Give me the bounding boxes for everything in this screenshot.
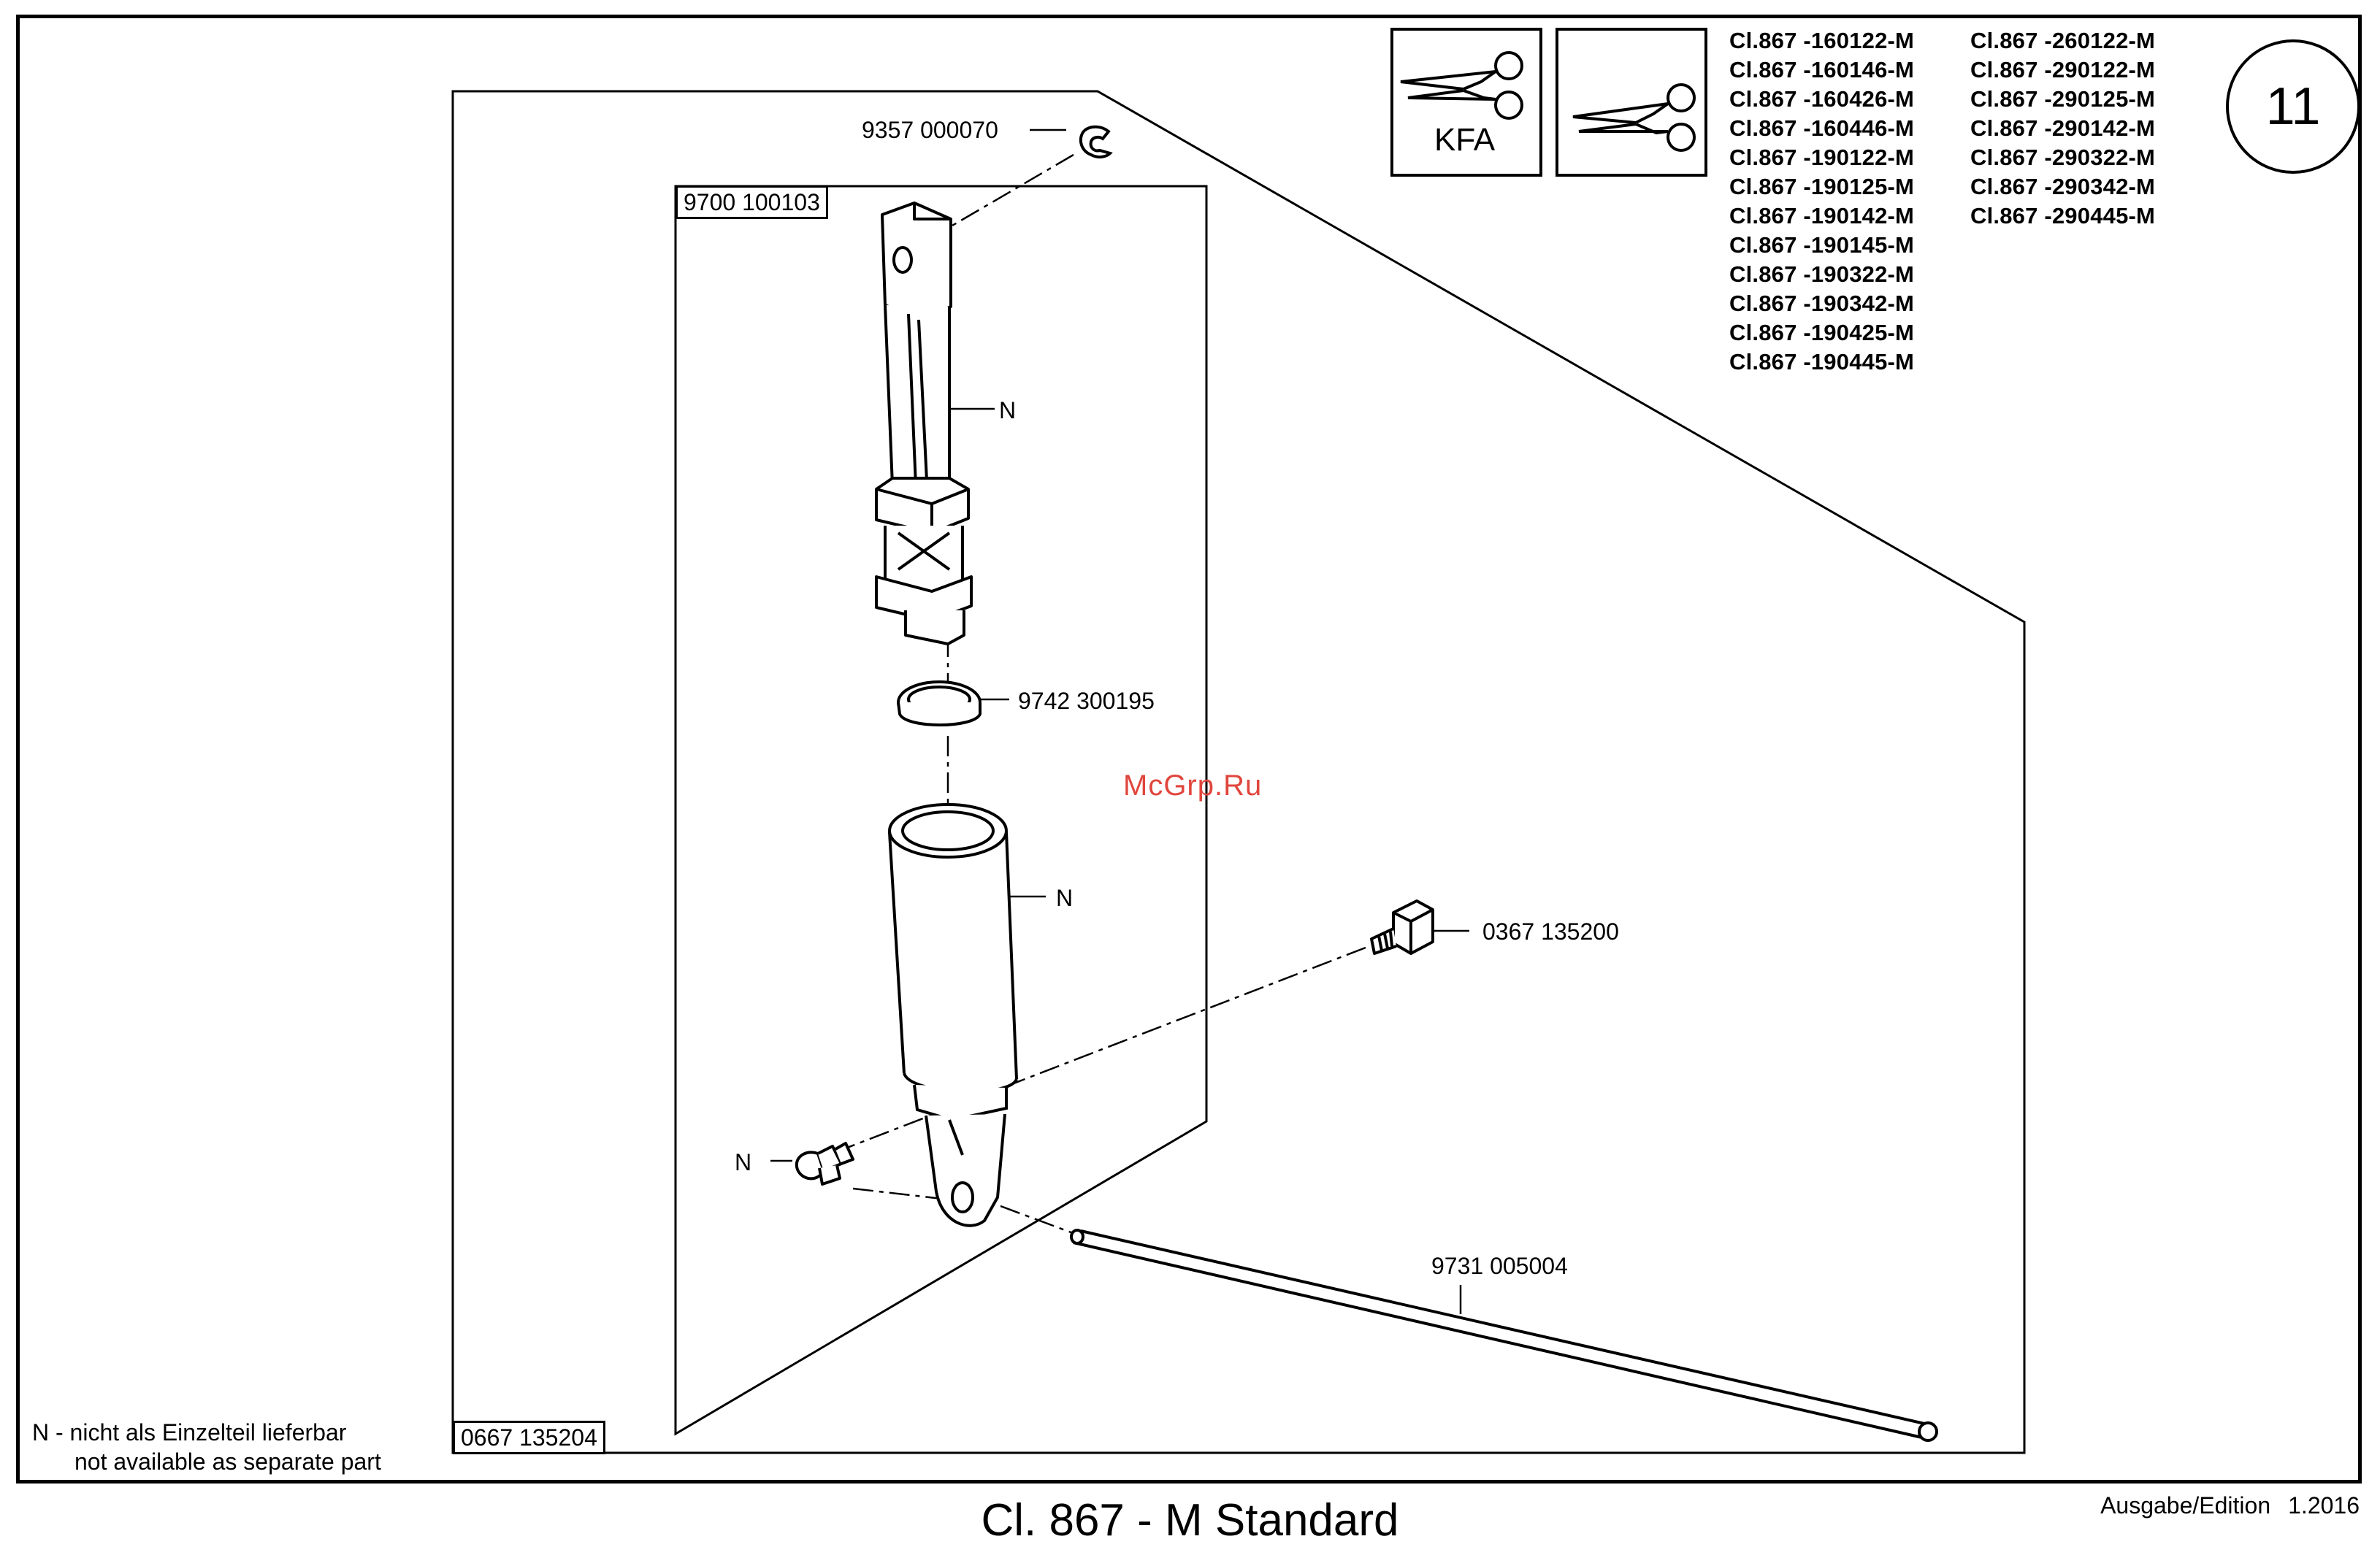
circlip-shape: [1079, 125, 1113, 159]
model-item: Cl.867 -160446-M: [1729, 115, 1915, 141]
screw-shape: [1370, 899, 1434, 955]
model-item: Cl.867 -290445-M: [1970, 203, 2156, 229]
legend-line-de: N - nicht als Einzelteil lieferbar: [32, 1419, 347, 1446]
seal-ring-shape: [897, 680, 982, 726]
part-label-seal-ring: 9742 300195: [1018, 688, 1155, 714]
model-item: Cl.867 -190145-M: [1729, 232, 1915, 258]
model-item: Cl.867 -190425-M: [1729, 320, 1915, 345]
not-available-marker: N: [1056, 885, 1074, 911]
not-available-marker: N: [735, 1149, 752, 1175]
part-label-outer-assembly: 0667 135204: [453, 1421, 605, 1454]
legend-line-en: not available as separate part: [74, 1448, 381, 1475]
outer-assembly-outline: [451, 90, 2026, 1454]
model-item: Cl.867 -190342-M: [1729, 291, 1915, 316]
model-item: Cl.867 -290142-M: [1970, 115, 2156, 141]
edition-info: Ausgabe/Edition 1.2016: [2100, 1494, 2360, 1517]
model-item: Cl.867 -190142-M: [1729, 203, 1915, 229]
model-item: Cl.867 -290342-M: [1970, 174, 2156, 199]
model-item: Cl.867 -160146-M: [1729, 57, 1915, 82]
scissors-icon: [1572, 83, 1696, 152]
hose-shape: [1070, 1229, 1938, 1442]
model-item: Cl.867 -190122-M: [1729, 145, 1915, 170]
elbow-fitting-shape: [795, 1142, 854, 1186]
model-item: Cl.867 -160426-M: [1729, 86, 1915, 112]
piston-rod-shape: [875, 201, 973, 645]
footer-title: Cl. 867 - M Standard: [981, 1495, 1399, 1546]
edition-label: Ausgabe/Edition: [2100, 1492, 2271, 1519]
part-label-circlip: 9357 000070: [862, 117, 998, 143]
kfa-label: KFA: [1434, 122, 1496, 158]
model-item: Cl.867 -190445-M: [1729, 349, 1915, 375]
cylinder-tube-shape: [888, 803, 1018, 1227]
kfa-scissors-box: KFA: [1390, 28, 1542, 177]
part-label-hose: 9731 005004: [1431, 1253, 1568, 1279]
model-item: Cl.867 -290322-M: [1970, 145, 2156, 170]
drawing-frame: [16, 15, 2362, 1484]
edition-value: 1.2016: [2288, 1492, 2360, 1519]
not-available-marker: N: [999, 397, 1017, 423]
watermark: McGrp.Ru: [1123, 769, 1263, 802]
model-item: Cl.867 -260122-M: [1970, 28, 2156, 53]
model-item: Cl.867 -290122-M: [1970, 57, 2156, 82]
scissors-icon: [1400, 51, 1523, 120]
model-item: Cl.867 -290125-M: [1970, 86, 2156, 112]
model-item: Cl.867 -160122-M: [1729, 28, 1915, 53]
page-number: 11: [2226, 39, 2360, 174]
scissors-box: [1556, 28, 1707, 177]
part-label-screw: 0367 135200: [1482, 918, 1619, 945]
inner-assembly-outline: [674, 185, 1208, 1436]
model-item: Cl.867 -190322-M: [1729, 261, 1915, 287]
part-label-inner-assembly: 9700 100103: [676, 185, 828, 219]
model-item: Cl.867 -190125-M: [1729, 174, 1915, 199]
